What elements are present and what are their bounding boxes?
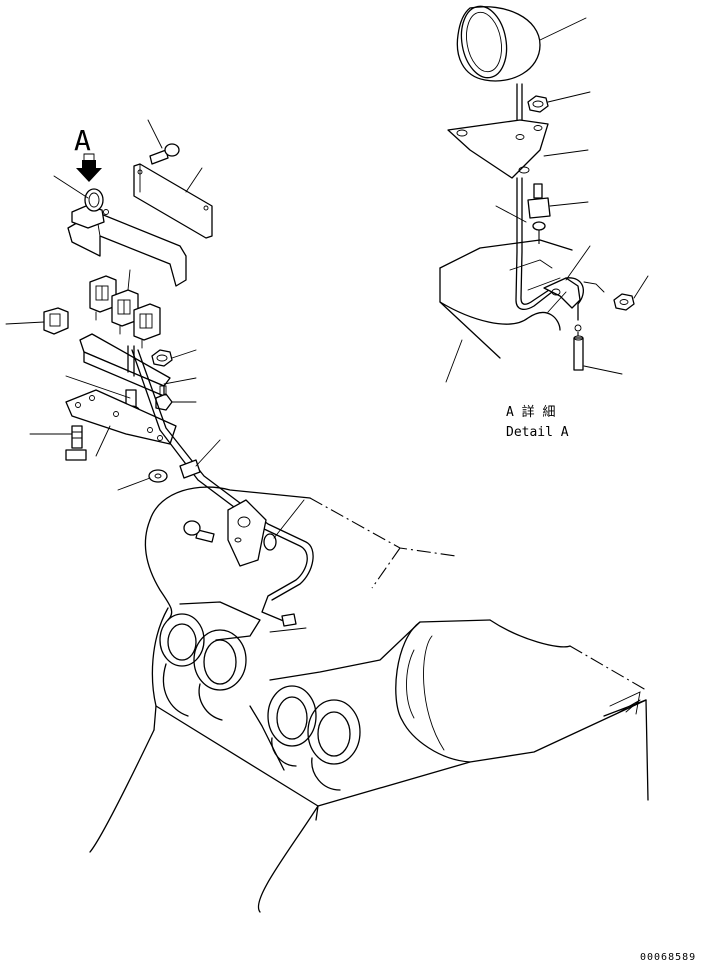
grommet — [527, 183, 551, 246]
large-bolt — [65, 425, 87, 461]
flange-nut — [527, 95, 549, 113]
cab-bolt — [183, 520, 215, 543]
main-exploded-view — [5, 119, 649, 913]
roof-curve — [439, 301, 561, 331]
boss-holes — [159, 613, 361, 791]
harness-clamp — [543, 277, 584, 321]
small-lamp — [43, 307, 69, 335]
drawing-number: 00068589 — [640, 952, 696, 963]
washer — [148, 469, 168, 483]
connector-plug — [573, 324, 584, 371]
work-lamp — [456, 5, 541, 141]
roof-hidden-lines — [509, 259, 561, 291]
lamp-bracket-plate — [447, 119, 549, 179]
harness-wire — [515, 177, 553, 311]
detail-a-group — [439, 5, 649, 383]
main-leader-lines — [5, 119, 307, 633]
cover-plate — [133, 163, 213, 239]
detail-title-jp: A 詳 細 — [506, 404, 555, 420]
roof-edge-small — [583, 281, 605, 293]
detail-leader-lines — [445, 17, 649, 383]
bolt-top — [149, 143, 180, 165]
roof-side — [439, 267, 501, 359]
harness-wire-2 — [520, 177, 553, 305]
roof-edge — [439, 239, 573, 269]
lamp-heads — [89, 275, 161, 349]
view-label: A — [74, 124, 91, 157]
front-lamp-bracket — [67, 188, 187, 287]
view-arrow — [76, 153, 102, 182]
flange-nut-right — [613, 293, 635, 311]
grommet-small — [155, 385, 173, 411]
nut-1 — [151, 349, 173, 367]
chassis-body — [89, 486, 649, 913]
cab-clamp-bracket — [227, 499, 267, 567]
detail-title-en: Detail A — [506, 425, 569, 440]
